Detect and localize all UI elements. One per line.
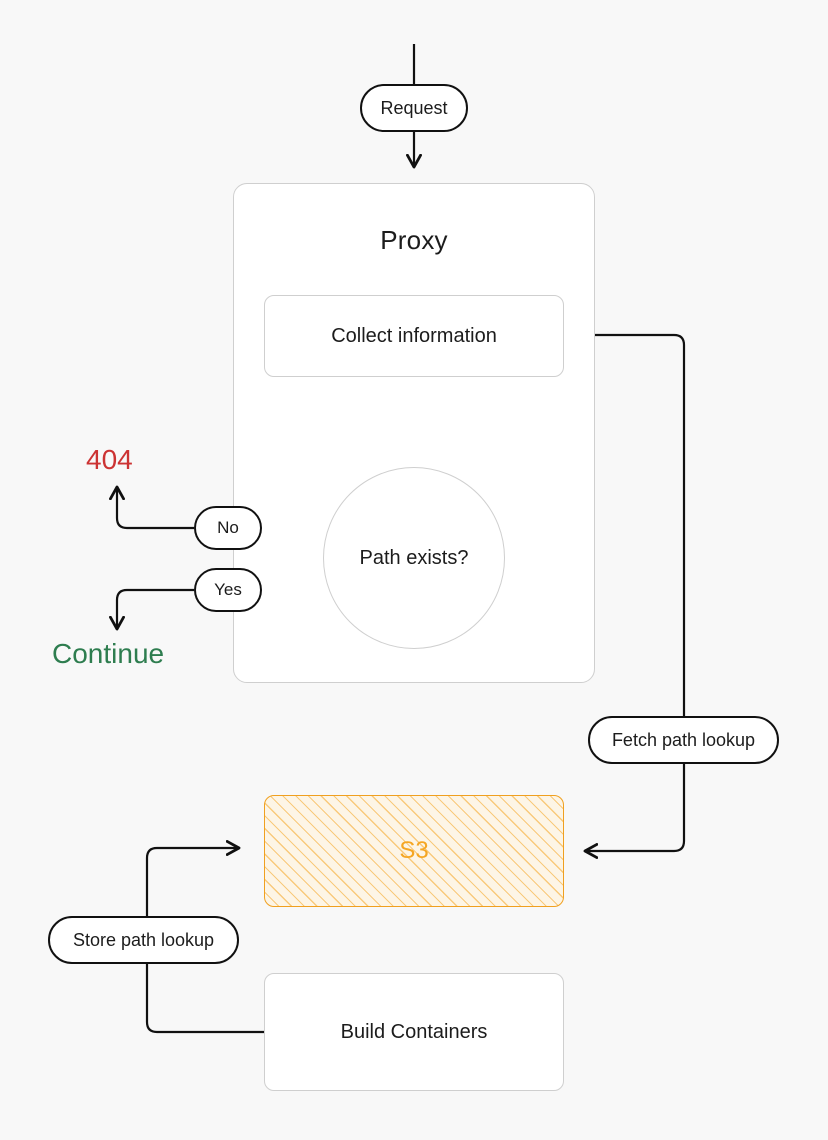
- node-fetch-path-lookup-label: Fetch path lookup: [611, 729, 756, 750]
- node-collect-information[interactable]: Collect information: [264, 295, 564, 377]
- edge-yes-to-continue: [117, 588, 194, 628]
- node-store-path-lookup[interactable]: Store path lookup: [48, 916, 239, 964]
- group-proxy-title-text: Proxy: [380, 225, 448, 255]
- node-branch-no-label: No: [217, 518, 239, 537]
- node-s3-label: S3: [399, 837, 429, 864]
- node-path-exists-label: Path exists?: [359, 546, 469, 569]
- node-build-containers-label: Build Containers: [340, 1020, 488, 1043]
- node-collect-information-label: Collect information: [331, 324, 497, 347]
- node-request[interactable]: Request: [360, 84, 468, 132]
- node-build-containers[interactable]: Build Containers: [264, 973, 564, 1091]
- node-continue-terminal: Continue: [52, 638, 164, 670]
- node-store-path-lookup-label: Store path lookup: [72, 929, 215, 950]
- node-s3-storage[interactable]: S3: [264, 795, 564, 907]
- node-fetch-path-lookup[interactable]: Fetch path lookup: [588, 716, 779, 764]
- edge-build-to-store: [145, 964, 264, 1034]
- node-path-exists-decision[interactable]: Path exists?: [323, 467, 505, 649]
- node-branch-yes-label: Yes: [214, 580, 242, 599]
- group-proxy-title: Proxy: [233, 225, 595, 256]
- node-branch-no[interactable]: No: [194, 506, 262, 550]
- edge-no-to-404: [117, 488, 194, 530]
- node-request-label: Request: [380, 97, 448, 118]
- node-404-label: 404: [86, 444, 133, 475]
- edge-collect-to-fetch: [564, 333, 686, 716]
- edge-fetch-to-s3: [586, 764, 686, 851]
- node-branch-yes[interactable]: Yes: [194, 568, 262, 612]
- node-404-terminal: 404: [86, 444, 133, 476]
- edge-store-to-s3: [145, 848, 238, 916]
- node-continue-label: Continue: [52, 638, 165, 669]
